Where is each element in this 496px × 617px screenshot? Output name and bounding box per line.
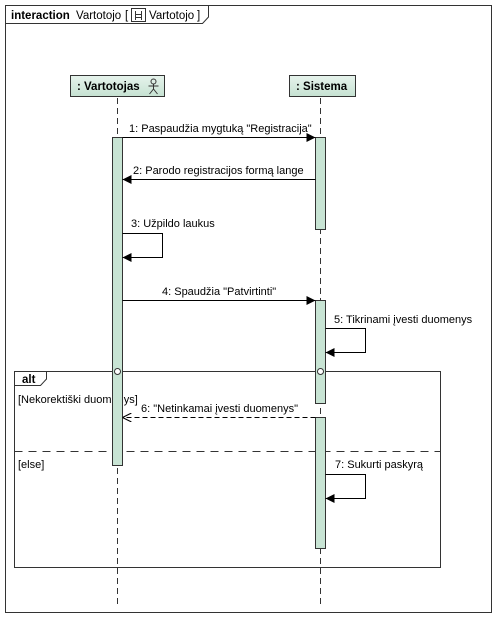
activation-system-2 <box>315 300 326 404</box>
frame-name: Vartotojo <box>76 10 121 22</box>
gate-system <box>317 368 324 375</box>
frame-keyword: interaction <box>11 10 70 22</box>
message-1-label: 1: Paspaudžia mygtuką "Registracija" <box>129 123 312 135</box>
guard-else: [else] <box>18 459 44 471</box>
message-5-label: 5: Tikrinami įvesti duomenys <box>334 314 473 326</box>
alt-fragment: alt [Nekorektiški duomenys] [else] <box>14 371 441 568</box>
activation-system-1 <box>315 137 326 230</box>
frame-name-tab <box>5 5 209 24</box>
activation-user <box>112 137 123 466</box>
frame-ref-open: [ <box>125 10 129 22</box>
message-4-label: 4: Spaudžia "Patvirtinti" <box>162 286 276 298</box>
lifeline-system-head[interactable]: : Sistema <box>289 75 356 97</box>
interaction-ref-icon <box>131 8 146 22</box>
message-3-label: 3: Užpildo laukus <box>131 218 215 230</box>
message-4[interactable]: 4: Spaudžia "Patvirtinti" <box>122 286 316 305</box>
message-6[interactable]: 6: "Netinkamai įvesti duomenys" <box>122 403 316 418</box>
frame-ref-close: ] <box>197 10 200 22</box>
guard-incorrect-data: [Nekorektiški duomenys] <box>18 394 138 406</box>
message-5[interactable]: 5: Tikrinami įvesti duomenys <box>325 314 473 357</box>
message-7-label: 7: Sukurti paskyrą <box>335 459 424 471</box>
activation-system-3 <box>315 417 326 549</box>
message-1[interactable]: 1: Paspaudžia mygtuką "Registracija" <box>122 123 316 142</box>
message-6-label: 6: "Netinkamai įvesti duomenys" <box>141 403 298 415</box>
frame-ref-name: Vartotojo <box>149 10 194 22</box>
message-2[interactable]: 2: Parodo registracijos formą lange <box>122 165 316 184</box>
interaction-frame <box>5 5 492 613</box>
lifeline-user-head[interactable]: : Vartotojas <box>70 75 165 97</box>
message-2-label: 2: Parodo registracijos formą lange <box>133 165 304 177</box>
lifeline-system-label: : Sistema <box>296 81 348 93</box>
alt-operator: alt <box>22 374 36 386</box>
gate-user <box>114 368 121 375</box>
message-3[interactable]: 3: Užpildo laukus <box>122 218 216 262</box>
message-7[interactable]: 7: Sukurti paskyrą <box>325 459 424 503</box>
actor-icon <box>148 78 159 95</box>
lifeline-user-label: : Vartotojas <box>77 81 140 93</box>
